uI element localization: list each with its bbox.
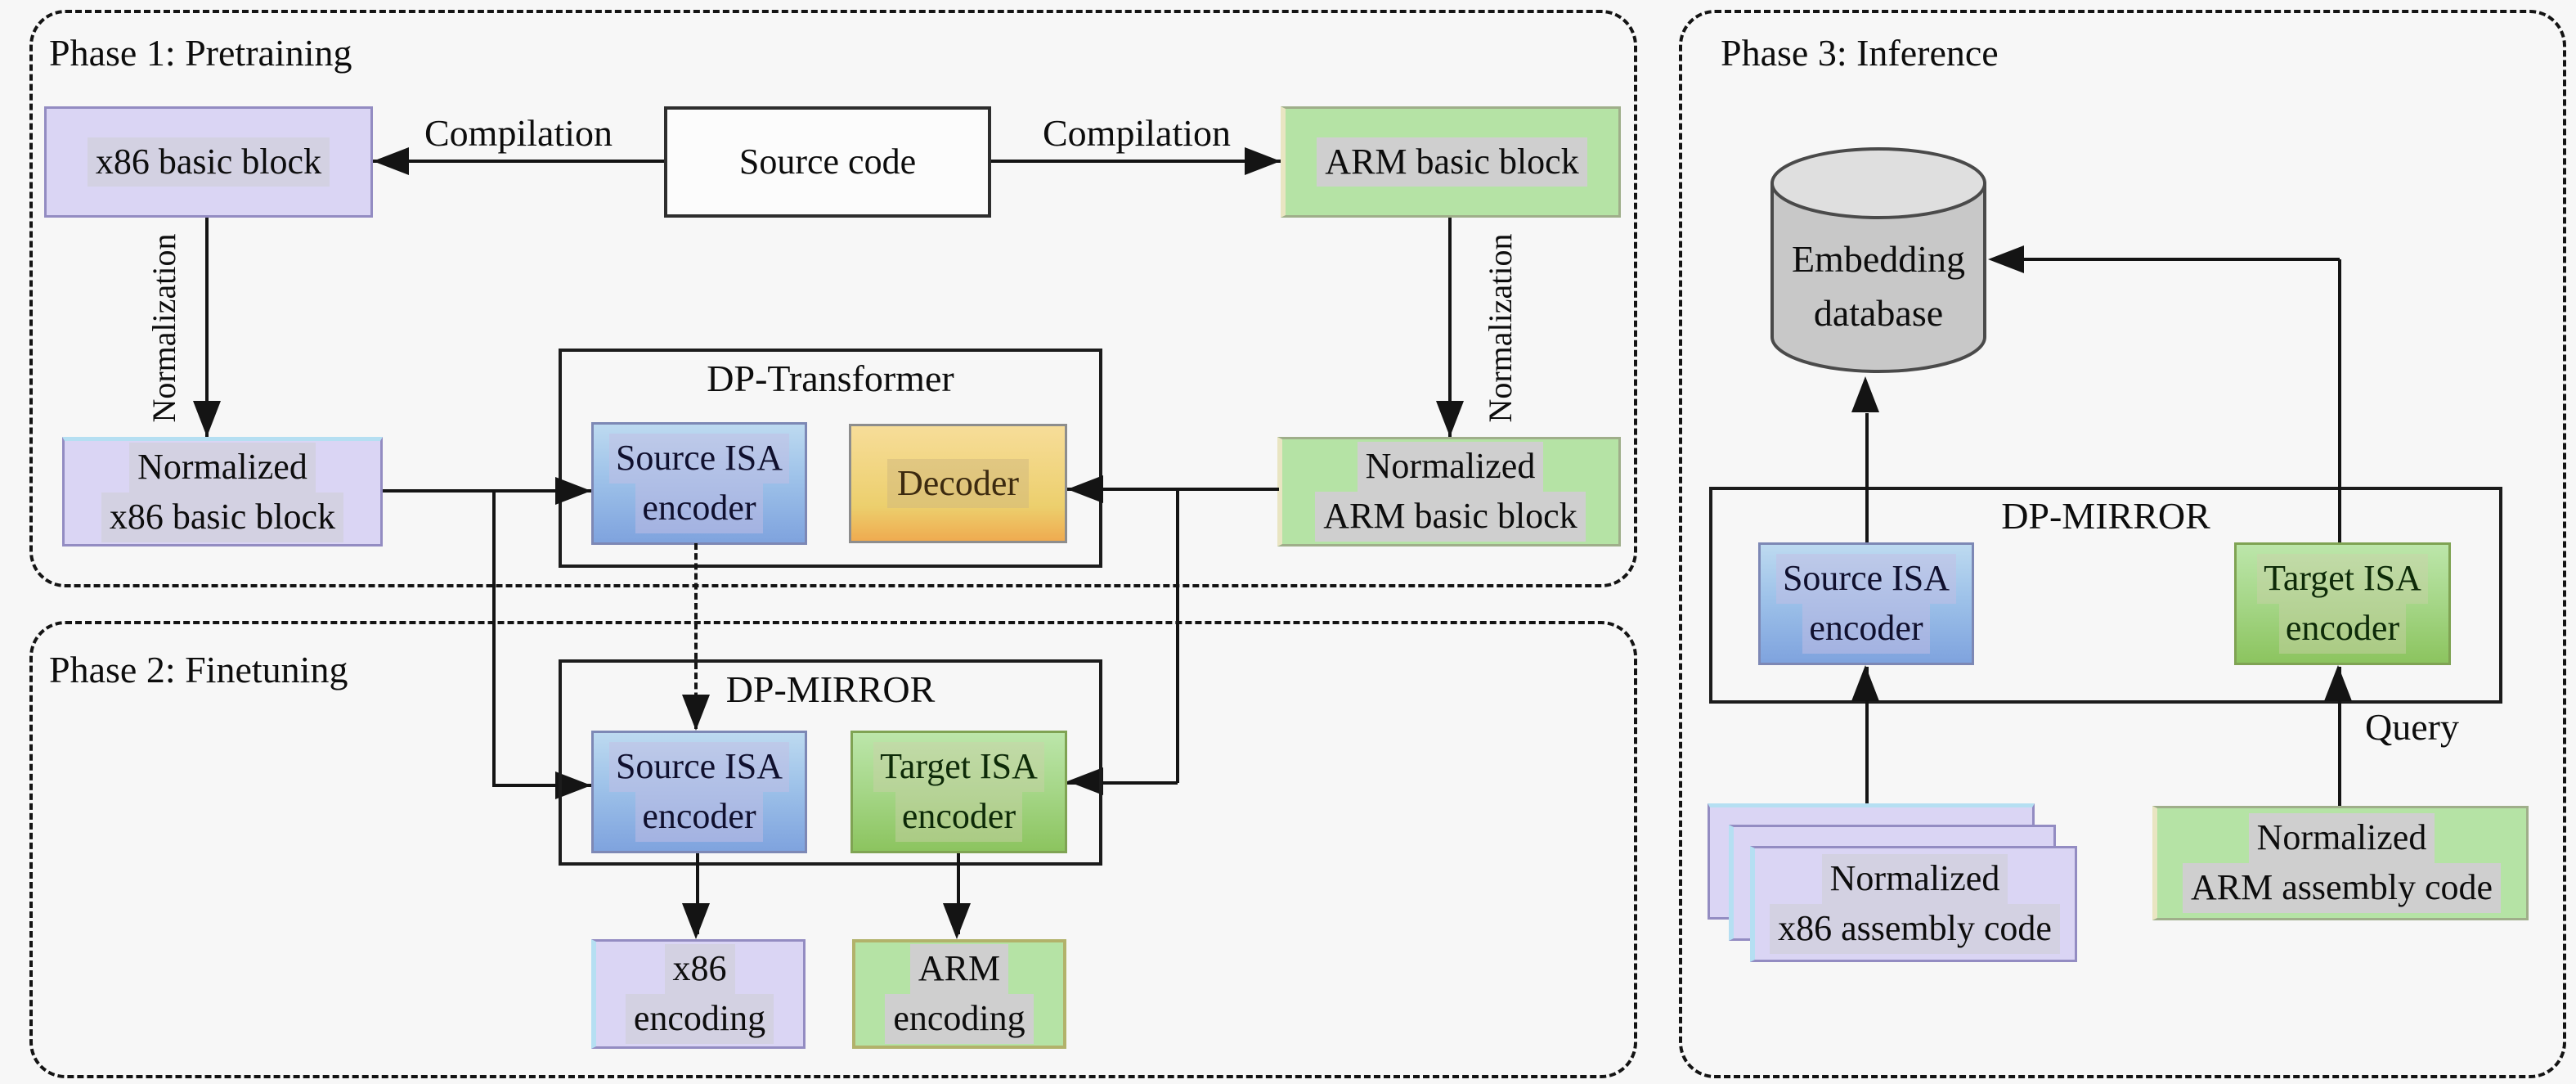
right-branch-vertical-line xyxy=(1176,488,1179,783)
compilation-left-line xyxy=(373,160,664,163)
right-branch-arrowhead xyxy=(1067,767,1103,795)
arm-encoding-arrowhead xyxy=(943,903,971,939)
phase1-label: Phase 1: Pretraining xyxy=(49,32,352,74)
right-branch-horizontal-line xyxy=(1067,781,1178,785)
arm-encoding-line2: encoding xyxy=(885,994,1034,1044)
normalized-arm-line2: ARM basic block xyxy=(1315,492,1586,542)
p3-target-encoder-line1: Target ISA xyxy=(2257,554,2428,604)
query-to-database-arrowhead xyxy=(1988,245,2024,273)
normalized-x86-block-box: Normalized x86 basic block xyxy=(62,437,383,546)
phase3-container xyxy=(1679,10,2566,1078)
arm-assembly-input-arrowhead xyxy=(2324,665,2352,701)
p3-target-isa-encoder-box: Target ISA encoder xyxy=(2234,542,2451,665)
embedding-database-label: Embedding database xyxy=(1761,232,1995,340)
compilation-left-label: Compilation xyxy=(424,112,613,154)
p2-source-isa-encoder-box: Source ISA encoder xyxy=(591,731,807,853)
query-label: Query xyxy=(2365,706,2459,748)
p3-source-encoder-line1: Source ISA xyxy=(1775,554,1957,604)
x86-assembly-input-line xyxy=(1865,667,1869,803)
normalized-x86-line1: Normalized xyxy=(129,443,316,493)
p1-source-encoder-line1: Source ISA xyxy=(608,434,790,484)
p3-dp-mirror-box xyxy=(1709,487,2502,704)
compilation-right-label: Compilation xyxy=(1043,112,1231,154)
normalization-left-arrowhead xyxy=(193,401,221,437)
p2-source-encoder-line2: encoder xyxy=(635,792,763,842)
normalization-right-line xyxy=(1448,218,1452,437)
arm-assembly-input-line xyxy=(2338,667,2341,806)
p2-dp-mirror-title: DP-MIRROR xyxy=(725,668,936,710)
norm-x86-to-encoder-arrowhead xyxy=(555,477,591,505)
left-branch-vertical-line xyxy=(492,489,496,787)
p2-source-encoder-line1: Source ISA xyxy=(608,742,790,792)
x86-assembly-stack-front: Normalized x86 assembly code xyxy=(1750,846,2077,962)
x86-assembly-line2: x86 assembly code xyxy=(1770,904,2060,954)
p1-source-isa-encoder-box: Source ISA encoder xyxy=(591,422,807,545)
phase3-label: Phase 3: Inference xyxy=(1721,32,1999,74)
p3-source-isa-encoder-box: Source ISA encoder xyxy=(1758,542,1974,665)
arm-assembly-line2: ARM assembly code xyxy=(2182,863,2502,913)
phase2-label: Phase 2: Finetuning xyxy=(49,649,348,690)
p2-target-encoder-line1: Target ISA xyxy=(873,742,1044,792)
arm-basic-block-label: ARM basic block xyxy=(1317,137,1587,187)
x86-encoding-arrowhead xyxy=(682,903,710,939)
encoder-transfer-arrowhead xyxy=(682,695,710,731)
norm-arm-to-decoder-line xyxy=(1067,488,1279,491)
dp-transformer-title: DP-Transformer xyxy=(707,358,954,399)
query-horizontal-line xyxy=(1993,258,2340,261)
arm-basic-block-box: ARM basic block xyxy=(1281,106,1621,218)
norm-arm-to-decoder-arrowhead xyxy=(1067,475,1103,503)
x86-assembly-line1: Normalized xyxy=(1821,854,2008,904)
arm-assembly-box: Normalized ARM assembly code xyxy=(2152,806,2529,920)
embedding-database-line1: Embedding xyxy=(1791,238,1966,280)
encoder-to-database-line xyxy=(1865,413,1869,542)
phase1-container xyxy=(29,10,1637,587)
left-branch-horizontal-line xyxy=(492,784,591,787)
p2-target-encoder-line2: encoder xyxy=(895,792,1023,842)
p2-target-isa-encoder-box: Target ISA encoder xyxy=(850,731,1067,853)
p1-source-encoder-line2: encoder xyxy=(635,484,763,533)
arm-encoding-line1: ARM xyxy=(909,944,1009,994)
p3-target-encoder-line2: encoder xyxy=(2278,604,2407,654)
embedding-database-line2: database xyxy=(1813,292,1944,334)
database-cylinder-icon xyxy=(1770,147,1986,373)
normalized-x86-line2: x86 basic block xyxy=(101,493,344,542)
source-code-label: Source code xyxy=(738,141,917,182)
normalized-arm-block-box: Normalized ARM basic block xyxy=(1277,437,1621,546)
decoder-label: Decoder xyxy=(886,458,1029,509)
normalized-arm-line1: Normalized xyxy=(1357,442,1544,492)
arm-assembly-line1: Normalized xyxy=(2248,813,2435,863)
norm-x86-to-encoder-line xyxy=(383,489,591,493)
x86-encoding-box: x86 encoding xyxy=(591,939,806,1049)
compilation-right-line xyxy=(991,160,1281,163)
normalization-left-label: Normalization xyxy=(146,233,182,423)
x86-assembly-input-arrowhead xyxy=(1851,665,1879,701)
arm-encoding-line xyxy=(957,853,960,934)
decoder-box: Decoder xyxy=(849,424,1067,543)
x86-basic-block-box: x86 basic block xyxy=(44,106,373,218)
p3-source-encoder-line2: encoder xyxy=(1802,604,1930,654)
source-code-box: Source code xyxy=(664,106,991,218)
encoder-to-database-arrowhead xyxy=(1851,376,1879,412)
x86-encoding-line2: encoding xyxy=(625,994,774,1044)
arm-encoding-box: ARM encoding xyxy=(852,939,1066,1049)
x86-basic-block-label: x86 basic block xyxy=(87,137,330,187)
x86-encoding-line1: x86 xyxy=(664,944,735,994)
query-vertical-line xyxy=(2338,259,2341,542)
x86-encoding-line xyxy=(696,853,699,934)
dp-transformer-box xyxy=(559,349,1102,568)
compilation-left-arrowhead xyxy=(373,147,409,175)
normalization-right-label: Normalization xyxy=(1482,233,1519,423)
normalization-right-arrowhead xyxy=(1436,401,1464,437)
phase2-container xyxy=(29,621,1637,1078)
normalization-left-line xyxy=(205,218,209,437)
compilation-right-arrowhead xyxy=(1245,147,1281,175)
p3-dp-mirror-title: DP-MIRROR xyxy=(2001,495,2210,537)
p2-dp-mirror-box xyxy=(559,659,1102,866)
encoder-transfer-dashed-line xyxy=(694,543,698,729)
